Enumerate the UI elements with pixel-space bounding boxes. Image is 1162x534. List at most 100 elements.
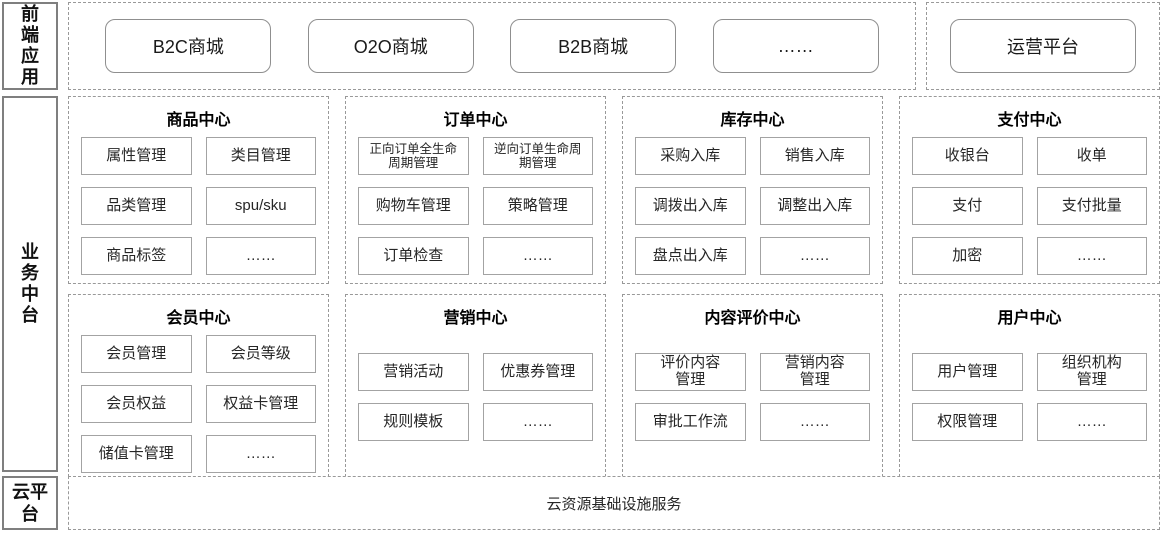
sidebar-label-cloud-platform-text: 云平台 — [11, 481, 48, 525]
user-center: 用户中心 用户管理 组织机构管理 权限管理 …… — [899, 294, 1160, 482]
module-box: 会员权益 — [81, 385, 192, 423]
module-box: 商品标签 — [81, 237, 192, 275]
module-label: …… — [799, 246, 830, 264]
content-review-center-items: 评价内容管理 营销内容管理 审批工作流 …… — [635, 353, 870, 441]
module-label: 用户管理 — [937, 362, 998, 380]
module-label: 品类管理 — [106, 196, 167, 214]
module-box: 加密 — [912, 237, 1023, 275]
member-center-items: 会员管理 会员等级 会员权益 权益卡管理 储值卡管理 …… — [81, 335, 316, 473]
app-ops-platform: 运营平台 — [950, 19, 1136, 73]
product-center: 商品中心 属性管理 类目管理 品类管理 spu/sku 商品标签 …… — [68, 96, 329, 284]
frontend-apps-container: B2C商城 O2O商城 B2B商城 …… — [68, 2, 916, 90]
member-center-title: 会员中心 — [166, 310, 231, 327]
module-label: 正向订单全生命周期管理 — [369, 142, 458, 170]
module-label: 会员等级 — [230, 344, 291, 362]
module-box: 采购入库 — [635, 137, 746, 175]
module-box: 储值卡管理 — [81, 435, 192, 473]
module-box: …… — [759, 403, 870, 441]
module-box: …… — [759, 237, 870, 275]
module-box: 正向订单全生命周期管理 — [358, 137, 469, 175]
sidebar-label-middle-platform: 业务中台 — [2, 96, 58, 472]
cloud-infrastructure-box: 云资源基础设施服务 — [68, 476, 1160, 530]
order-center: 订单中心 正向订单全生命周期管理 逆向订单生命周期管理 购物车管理 策略管理 订… — [345, 96, 606, 284]
module-label: spu/sku — [234, 196, 287, 214]
marketing-center-title: 营销中心 — [443, 310, 508, 327]
module-label: 调拨出入库 — [652, 196, 728, 214]
module-box: 盘点出入库 — [635, 237, 746, 275]
module-box: 类目管理 — [205, 137, 316, 175]
module-box: 权限管理 — [912, 403, 1023, 441]
module-box: 收银台 — [912, 137, 1023, 175]
app-b2b-mall: B2B商城 — [510, 19, 677, 73]
module-box: spu/sku — [205, 187, 316, 225]
module-label: …… — [522, 412, 553, 430]
module-label: 调整出入库 — [777, 196, 853, 214]
payment-center-items: 收银台 收单 支付 支付批量 加密 …… — [912, 137, 1147, 275]
marketing-center: 营销中心 营销活动 优惠券管理 规则模板 …… — [345, 294, 606, 482]
module-box: 品类管理 — [81, 187, 192, 225]
module-label: 组织机构管理 — [1061, 354, 1122, 388]
module-label: 权益卡管理 — [223, 394, 299, 412]
module-label: 收单 — [1076, 146, 1107, 164]
module-box: 属性管理 — [81, 137, 192, 175]
module-label: …… — [799, 412, 830, 430]
user-center-title: 用户中心 — [997, 310, 1062, 327]
module-label: 会员管理 — [106, 344, 167, 362]
module-box: 会员等级 — [205, 335, 316, 373]
module-label: 盘点出入库 — [652, 246, 728, 264]
module-box: …… — [205, 435, 316, 473]
module-box: 营销活动 — [358, 353, 469, 391]
module-label: 属性管理 — [106, 146, 167, 164]
module-label: 订单检查 — [383, 246, 444, 264]
module-box: 权益卡管理 — [205, 385, 316, 423]
sidebar-label-cloud-platform: 云平台 — [2, 476, 58, 530]
module-label: …… — [245, 444, 276, 462]
module-label: …… — [1076, 246, 1107, 264]
module-box: 规则模板 — [358, 403, 469, 441]
payment-center-title: 支付中心 — [997, 112, 1062, 129]
order-center-title: 订单中心 — [443, 112, 508, 129]
module-box: …… — [482, 237, 593, 275]
module-label: 策略管理 — [507, 196, 568, 214]
module-label: 商品标签 — [106, 246, 167, 264]
module-box: …… — [1036, 237, 1147, 275]
module-box: 支付 — [912, 187, 1023, 225]
module-label: 评价内容管理 — [660, 354, 721, 388]
sidebar-label-middle-platform-text: 业务中台 — [20, 241, 39, 326]
module-label: 购物车管理 — [375, 196, 451, 214]
module-box: 逆向订单生命周期管理 — [482, 137, 593, 175]
inventory-center-items: 采购入库 销售入库 调拨出入库 调整出入库 盘点出入库 …… — [635, 137, 870, 275]
module-box: 收单 — [1036, 137, 1147, 175]
inventory-center-title: 库存中心 — [720, 112, 785, 129]
module-label: 优惠券管理 — [500, 362, 576, 380]
module-box: 审批工作流 — [635, 403, 746, 441]
payment-center: 支付中心 收银台 收单 支付 支付批量 加密 …… — [899, 96, 1160, 284]
module-box: …… — [205, 237, 316, 275]
module-box: …… — [1036, 403, 1147, 441]
module-label: …… — [245, 246, 276, 264]
sidebar-label-frontend-text: 前端应用 — [20, 3, 39, 88]
cloud-infrastructure-label: 云资源基础设施服务 — [546, 495, 682, 513]
module-label: 收银台 — [944, 146, 990, 164]
module-box: 用户管理 — [912, 353, 1023, 391]
module-label: …… — [1076, 412, 1107, 430]
module-label: 权限管理 — [937, 412, 998, 430]
module-box: 营销内容管理 — [759, 353, 870, 391]
cloud-band: 云资源基础设施服务 — [68, 476, 1160, 530]
module-label: 营销内容管理 — [784, 354, 845, 388]
business-centers-grid: 商品中心 属性管理 类目管理 品类管理 spu/sku 商品标签 …… 订单中心… — [68, 96, 1160, 482]
module-label: 逆向订单生命周期管理 — [494, 142, 582, 170]
module-box: 优惠券管理 — [482, 353, 593, 391]
module-box: 订单检查 — [358, 237, 469, 275]
module-label: 支付 — [952, 196, 983, 214]
app-o2o-mall: O2O商城 — [307, 19, 474, 73]
module-label: 审批工作流 — [652, 412, 728, 430]
product-center-items: 属性管理 类目管理 品类管理 spu/sku 商品标签 …… — [81, 137, 316, 275]
inventory-center: 库存中心 采购入库 销售入库 调拨出入库 调整出入库 盘点出入库 …… — [622, 96, 883, 284]
module-box: 策略管理 — [482, 187, 593, 225]
sidebar-label-frontend: 前端应用 — [2, 2, 58, 90]
module-label: 加密 — [952, 246, 983, 264]
module-box: 购物车管理 — [358, 187, 469, 225]
module-box: 销售入库 — [759, 137, 870, 175]
